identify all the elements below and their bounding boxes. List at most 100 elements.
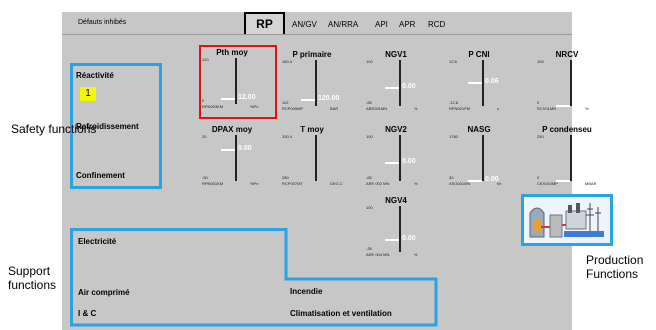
gauge-unit-label: DEG.C [330, 181, 343, 186]
gauge-min-label: 0 [537, 175, 540, 180]
containment-function[interactable]: Confinement [76, 171, 125, 180]
tab-api[interactable]: API [375, 20, 388, 29]
top-bar [62, 12, 572, 35]
gauge-min-label: 280 [282, 175, 289, 180]
cooling-function[interactable]: Refroidissement [76, 122, 139, 131]
gauge-value: 0.00 [573, 101, 587, 108]
gauge-title: NASG [467, 125, 491, 134]
gauge-pointer [556, 180, 570, 182]
gauge-tag-label: RPN001KM [202, 181, 224, 186]
inhibited-defaults-link[interactable]: Défauts inhibés [78, 19, 127, 26]
gauge-scale-bar [315, 135, 317, 181]
gauge-pointer [385, 162, 399, 165]
gauge-scale-bar [399, 135, 401, 181]
reactivity-function[interactable]: Réactivité [76, 71, 114, 80]
gauge-scale-bar [570, 135, 572, 181]
gauge-title: NRCV [555, 50, 579, 59]
gauge-pointer [301, 98, 315, 101]
gauge-value: 0.00 [402, 83, 416, 91]
gauge-max-label: 100 [366, 134, 373, 139]
gauge-title: NGV2 [385, 125, 407, 134]
gauge-value: 0.00 [485, 176, 499, 183]
fire-function[interactable]: Incendie [290, 287, 323, 296]
gauge-scale-bar [482, 60, 484, 106]
gauge-value: 0.00 [402, 158, 416, 166]
gauge-unit-label: % [414, 106, 418, 111]
gauge-max-label: 250 [537, 134, 544, 139]
gauge-scale-bar [570, 60, 572, 106]
gauge-unit-label: %Pn [250, 104, 259, 109]
gauge-title: NGV1 [385, 50, 407, 59]
gauge-unit-label: %Pn [250, 181, 259, 186]
gauge-scale-bar [315, 60, 317, 106]
gauge-scale-bar [399, 60, 401, 106]
tab-an-rra[interactable]: AN/RRA [328, 20, 359, 29]
gauge-value: 120.00 [318, 94, 340, 102]
gauge-max-label: 100 [537, 59, 544, 64]
safety-functions-label: Safety functions [11, 122, 97, 136]
gauge-unit-label: c [497, 106, 499, 111]
electricity-function[interactable]: Electricité [78, 237, 117, 246]
gauge-title: P CNI [468, 50, 490, 59]
gauge-title: NGV4 [385, 196, 407, 205]
gauge-min-label: -50 [202, 175, 208, 180]
gauge-unit-label: % [414, 181, 418, 186]
gauge-tag-label: ARE 004 MN [366, 252, 390, 257]
tab-an-gv[interactable]: AN/GV [292, 20, 317, 29]
gauge-min-label: 110 [282, 100, 289, 105]
gauge-unit-label: % [585, 106, 589, 111]
gauge-pointer [221, 149, 235, 152]
tab-rcd[interactable]: RCD [428, 20, 446, 29]
gauge-title: P primaire [292, 50, 332, 59]
gauge-max-label: 100 [366, 59, 373, 64]
gauge-scale-bar [399, 206, 401, 252]
gauge-max-label: 330.4 [282, 134, 293, 139]
ic-function[interactable]: I & C [78, 309, 97, 318]
gauge-max-label: 120 [202, 57, 209, 62]
gauge-min-label: 30 [449, 175, 454, 180]
gauge-value: 0.00 [238, 145, 252, 153]
tab-apr[interactable]: APR [399, 20, 416, 29]
tab-rp[interactable]: RP [244, 12, 285, 34]
gauge-pointer [385, 239, 399, 242]
gauge-pointer [385, 87, 399, 90]
gauge-title: DPAX moy [211, 125, 253, 134]
gauge-min-label: -65 [366, 175, 372, 180]
gauge-min-label: 0 [537, 100, 540, 105]
gauge-tag-label: RCP005MP [282, 106, 304, 111]
gauge-tag-label: ARE001MN [366, 106, 388, 111]
gauge-title: P condenseu [542, 125, 592, 134]
gauge-scale-bar [482, 135, 484, 181]
safety-functions-box [70, 63, 162, 189]
gauge-pointer [468, 82, 482, 84]
gauge-value: 12.00 [238, 94, 256, 102]
compressed-air-function[interactable]: Air comprimé [78, 288, 130, 297]
gauge-scale-bar [235, 58, 237, 104]
gauge-pointer [221, 98, 235, 101]
gauge-tag-label: ARE 002 MN [366, 181, 390, 186]
gauge-title: Pth moy [216, 48, 248, 57]
gauge-unit-label: BAR [330, 106, 339, 111]
gauge-max-label: 25 [202, 134, 207, 139]
plant-schematic-icon [524, 197, 610, 243]
gauge-max-label: 100 [366, 205, 373, 210]
gauge-value: 0.00 [402, 235, 416, 243]
gauge-unit-label: % [414, 252, 418, 257]
gauge-unit-label: t/h [497, 181, 502, 186]
gauge-max-label: 180.4 [282, 59, 293, 64]
hvac-function[interactable]: Climatisation et ventilation [290, 309, 392, 318]
gauge-min-label: -12.8 [449, 100, 459, 105]
production-functions-box[interactable] [521, 194, 613, 246]
gauge-pointer [556, 105, 570, 107]
